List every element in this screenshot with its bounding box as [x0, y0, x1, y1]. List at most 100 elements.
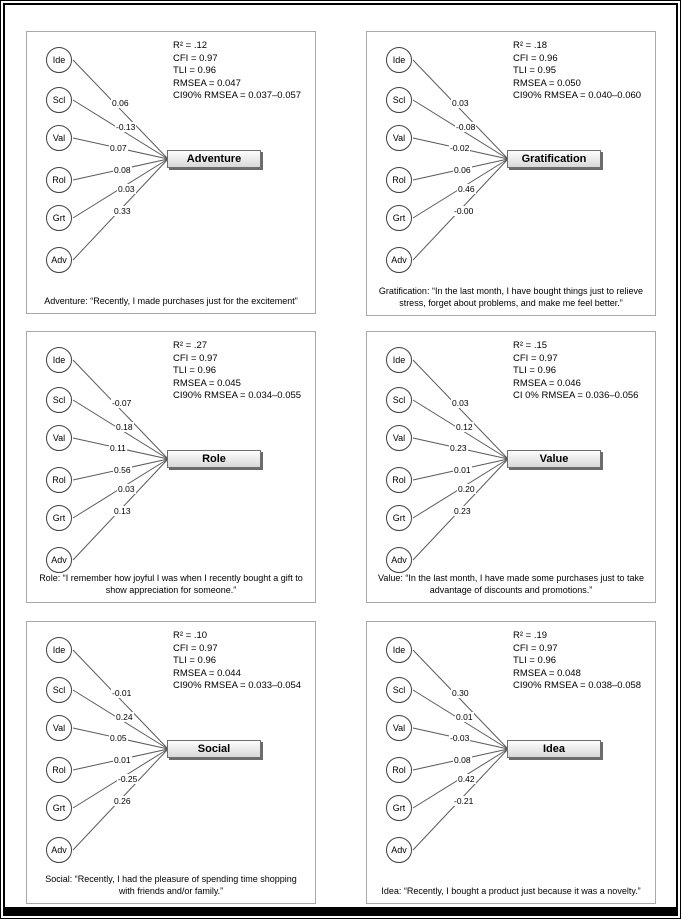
path-coefficient: 0.11 — [109, 443, 127, 453]
fit-statistics: R² = .27 CFI = 0.97 TLI = 0.96 RMSEA = 0… — [173, 340, 301, 403]
path-coefficient: -0.02 — [449, 143, 471, 153]
indicator-node: Ide — [386, 47, 412, 73]
indicator-node: Rol — [386, 167, 412, 193]
indicator-node: Grt — [46, 205, 72, 231]
path-coefficient: 0.26 — [113, 796, 132, 806]
path-coefficient: 0.03 — [451, 98, 470, 108]
indicator-node: Scl — [386, 677, 412, 703]
fit-statistics: R² = .12 CFI = 0.97 TLI = 0.96 RMSEA = 0… — [173, 40, 301, 103]
path-coefficient: 0.01 — [113, 755, 132, 765]
indicator-node: Grt — [386, 505, 412, 531]
stat-line: CI 0% RMSEA = 0.036–0.056 — [513, 390, 639, 401]
indicator-node: Rol — [386, 467, 412, 493]
path-coefficient: 0.24 — [115, 712, 134, 722]
stat-line: CFI = 0.97 — [513, 352, 558, 364]
sem-panel-value: Ide Scl Val Rol Grt Adv 0.03 0.12 0.23 0… — [366, 331, 656, 603]
path-coefficient: -0.07 — [111, 398, 133, 408]
path-coefficient: 0.06 — [453, 165, 472, 175]
stat-line: R² = .27 — [173, 340, 208, 351]
stat-line: TLI = 0.95 — [513, 65, 557, 76]
path-coefficient: -0.21 — [453, 796, 475, 806]
stat-line: CI90% RMSEA = 0.033–0.054 — [173, 680, 302, 691]
indicator-node: Grt — [46, 505, 72, 531]
indicator-node: Val — [386, 425, 412, 451]
fit-statistics: R² = .10 CFI = 0.97 TLI = 0.96 RMSEA = 0… — [173, 630, 301, 693]
stat-line: TLI = 0.96 — [513, 655, 557, 666]
path-coefficient: 0.07 — [109, 143, 128, 153]
indicator-node: Adv — [46, 547, 72, 573]
indicator-node: Rol — [386, 757, 412, 783]
path-coefficient: 0.56 — [113, 465, 132, 475]
stat-line: TLI = 0.96 — [173, 65, 217, 76]
path-coefficient: 0.03 — [117, 184, 136, 194]
indicator-node: Scl — [386, 87, 412, 113]
indicator-node: Rol — [46, 467, 72, 493]
sem-panel-adventure: Ide Scl Val Rol Grt Adv 0.06 -0.13 0.07 … — [26, 31, 316, 314]
indicator-node: Ide — [46, 637, 72, 663]
path-coefficient: 0.12 — [455, 422, 474, 432]
stat-line: R² = .18 — [513, 40, 548, 51]
path-coefficient: -0.03 — [449, 733, 471, 743]
stat-line: R² = .12 — [173, 40, 208, 51]
path-coefficient: 0.33 — [113, 206, 132, 216]
fit-statistics: R² = .18 CFI = 0.96 TLI = 0.95 RMSEA = 0… — [513, 40, 641, 103]
indicator-node: Val — [386, 125, 412, 151]
stat-line: R² = .15 — [513, 340, 548, 351]
path-coefficient: 0.42 — [457, 774, 476, 784]
stat-line: TLI = 0.96 — [173, 655, 217, 666]
indicator-node: Rol — [46, 167, 72, 193]
indicator-node: Ide — [386, 347, 412, 373]
indicator-node: Val — [46, 715, 72, 741]
path-coefficient: -0.25 — [117, 774, 139, 784]
path-coefficient: 0.05 — [109, 733, 128, 743]
stat-line: R² = .19 — [513, 630, 548, 641]
indicator-node: Adv — [46, 247, 72, 273]
path-coefficient: 0.01 — [453, 465, 472, 475]
indicator-node: Rol — [46, 757, 72, 783]
indicator-node: Ide — [386, 637, 412, 663]
panel-caption: Gratification: “In the last month, I hav… — [378, 286, 644, 308]
stat-line: CI90% RMSEA = 0.040–0.060 — [513, 90, 642, 101]
path-lines — [72, 59, 169, 261]
indicator-node: Grt — [386, 795, 412, 821]
fit-statistics: R² = .19 CFI = 0.97 TLI = 0.96 RMSEA = 0… — [513, 630, 641, 693]
fit-statistics: R² = .15 CFI = 0.97 TLI = 0.96 RMSEA = 0… — [513, 340, 638, 403]
path-coefficient: 0.20 — [457, 484, 476, 494]
path-coefficient: 0.13 — [113, 506, 132, 516]
indicator-node: Scl — [46, 677, 72, 703]
stat-line: TLI = 0.96 — [513, 365, 557, 376]
sem-panel-idea: Ide Scl Val Rol Grt Adv 0.30 0.01 -0.03 … — [366, 621, 656, 904]
stat-line: CFI = 0.97 — [173, 642, 218, 654]
stat-line: TLI = 0.96 — [173, 365, 217, 376]
stat-line: CFI = 0.97 — [513, 642, 558, 654]
stat-line: RMSEA = 0.046 — [513, 377, 581, 389]
panel-caption: Value: “In the last month, I have made s… — [378, 573, 644, 595]
indicator-node: Scl — [386, 387, 412, 413]
path-coefficient: -0.08 — [455, 122, 477, 132]
sem-panel-role: Ide Scl Val Rol Grt Adv -0.07 0.18 0.11 … — [26, 331, 316, 603]
stat-line: CFI = 0.97 — [173, 352, 218, 364]
indicator-node: Adv — [386, 547, 412, 573]
panel-caption: Social: “Recently, I had the pleasure of… — [45, 874, 297, 896]
indicator-node: Adv — [386, 837, 412, 863]
stat-line: CI90% RMSEA = 0.038–0.058 — [513, 680, 642, 691]
stat-line: CI90% RMSEA = 0.037–0.057 — [173, 90, 302, 101]
stat-line: RMSEA = 0.047 — [173, 77, 241, 89]
stat-line: RMSEA = 0.045 — [173, 377, 241, 389]
indicator-node: Ide — [46, 347, 72, 373]
path-coefficient: 0.23 — [449, 443, 468, 453]
construct-box: Idea — [507, 740, 601, 758]
indicator-node: Grt — [46, 795, 72, 821]
path-coefficient: 0.18 — [115, 422, 134, 432]
panel-caption: Adventure: “Recently, I made purchases j… — [44, 295, 298, 306]
stat-line: CI90% RMSEA = 0.034–0.055 — [173, 390, 302, 401]
stat-line: RMSEA = 0.050 — [513, 77, 581, 89]
path-coefficient: 0.03 — [117, 484, 136, 494]
stat-line: R² = .10 — [173, 630, 208, 641]
construct-box: Value — [507, 450, 601, 468]
path-coefficient: 0.06 — [111, 98, 130, 108]
indicator-node: Val — [386, 715, 412, 741]
stat-line: CFI = 0.96 — [513, 52, 558, 64]
path-coefficient: 0.01 — [455, 712, 474, 722]
